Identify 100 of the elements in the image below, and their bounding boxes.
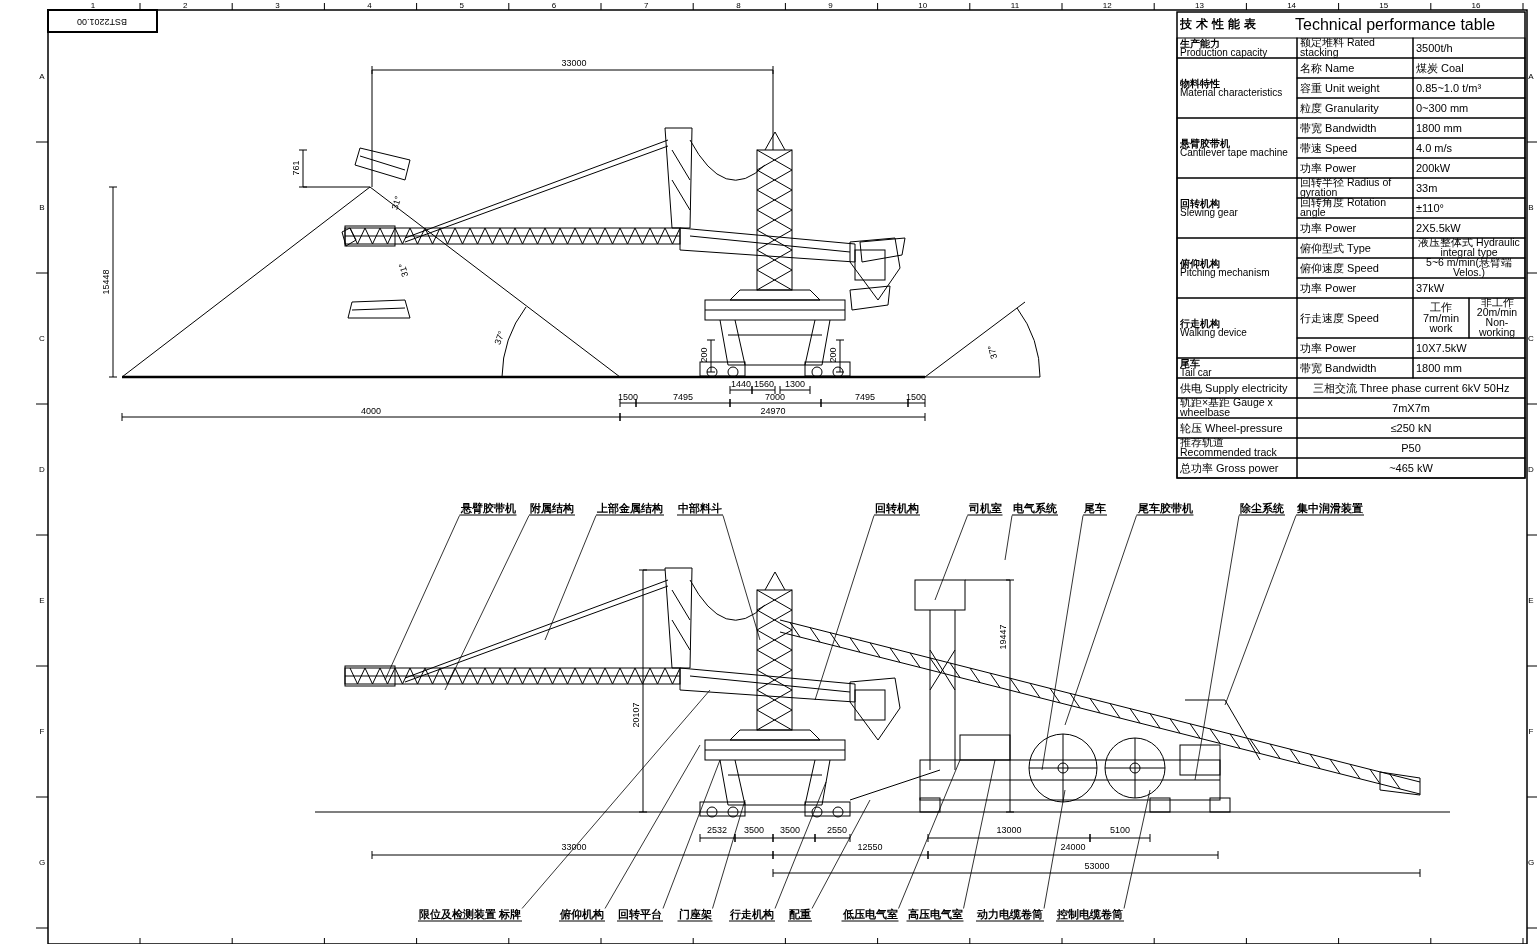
callout-label: 动力电缆卷筒 bbox=[976, 908, 1044, 922]
dimension-text: 2550 bbox=[827, 825, 847, 835]
dimension-text: 2532 bbox=[707, 825, 727, 835]
callout-label: 尾车胶带机 bbox=[1136, 502, 1194, 516]
table-text: 功率 Power bbox=[1300, 222, 1357, 234]
callout-label: 限位及检测装置 标牌 bbox=[417, 908, 523, 922]
table-text: 俯仰机构 bbox=[1180, 258, 1220, 268]
table-text: 5~6 m/min(悬臂端 Velos.) bbox=[1425, 258, 1513, 278]
dimension-text: 3500 bbox=[780, 825, 800, 835]
grid-number: 7 bbox=[643, 2, 649, 10]
callout-label: 高压电气室 bbox=[906, 908, 964, 922]
table-text: 俯仰型式 Type bbox=[1300, 242, 1371, 254]
grid-letter: D bbox=[1528, 466, 1534, 474]
dimension-text: 53000 bbox=[1084, 861, 1110, 871]
grid-number: 6 bbox=[551, 2, 557, 10]
dimension-text: 761 bbox=[291, 160, 301, 176]
grid-letter: D bbox=[39, 466, 45, 474]
table-text: 行走机构 bbox=[1180, 318, 1220, 328]
table-text: Walking device bbox=[1180, 328, 1247, 338]
table-text: ~465 kW bbox=[1389, 462, 1433, 474]
table-text: 行走速度 Speed bbox=[1300, 312, 1379, 324]
leader-line bbox=[1224, 515, 1297, 706]
dimension-text: 5100 bbox=[1110, 825, 1130, 835]
dimension-text: 37° bbox=[493, 330, 507, 346]
table-title: 技术性能表 bbox=[1180, 19, 1260, 31]
table-text: Cantilever tape machine bbox=[1180, 148, 1288, 158]
grid-number: 15 bbox=[1379, 2, 1389, 10]
grid-letter: E bbox=[39, 597, 45, 605]
table-text: 液压整体式 Hydraulic integral type bbox=[1417, 238, 1521, 258]
dimension-text: 7495 bbox=[855, 392, 875, 402]
dimension-text: 1560 bbox=[754, 379, 774, 389]
table-text: 物料特性 bbox=[1180, 78, 1220, 88]
dimension-text: 7000 bbox=[765, 392, 785, 402]
grid-number: 4 bbox=[367, 2, 372, 10]
grid-number: 1 bbox=[90, 2, 96, 10]
grid-number: 2 bbox=[182, 2, 188, 10]
table-text: 名称 Name bbox=[1300, 62, 1355, 74]
callout-label: 司机室 bbox=[967, 502, 1003, 516]
table-text: 带宽 Bandwidth bbox=[1300, 362, 1377, 374]
leader-line bbox=[384, 515, 460, 681]
dimension-text: 200 bbox=[828, 347, 838, 363]
table-text: 轮压 Wheel-pressure bbox=[1180, 422, 1283, 434]
table-text: 容重 Unit weight bbox=[1300, 82, 1380, 94]
grid-letter: F bbox=[1528, 728, 1534, 736]
leader-line bbox=[774, 781, 827, 909]
dimension-text: 15448 bbox=[101, 269, 111, 295]
callout-label: 附属结构 bbox=[529, 502, 575, 516]
leader-line bbox=[521, 689, 711, 909]
grid-number: 11 bbox=[1010, 2, 1020, 10]
table-text: ±110° bbox=[1416, 202, 1444, 214]
table-text: 2X5.5kW bbox=[1416, 222, 1461, 234]
dimension-text: 12550 bbox=[857, 842, 883, 852]
table-text: 煤炭 Coal bbox=[1416, 62, 1464, 74]
grid-letter: E bbox=[1528, 597, 1534, 605]
grid-letter: A bbox=[39, 73, 45, 81]
callout-label: 配重 bbox=[788, 908, 812, 922]
table-text: 4.0 m/s bbox=[1416, 142, 1453, 154]
leader-line bbox=[712, 799, 746, 909]
dimension-text: 24000 bbox=[1060, 842, 1086, 852]
grid-number: 8 bbox=[736, 2, 741, 10]
dimension-text: 24970 bbox=[760, 406, 786, 416]
table-text: 0~300 mm bbox=[1416, 102, 1469, 114]
callout-label: 中部料斗 bbox=[677, 502, 723, 516]
table-text: 尾车 bbox=[1180, 358, 1200, 368]
callout-label: 行走机构 bbox=[729, 908, 775, 922]
grid-number: 16 bbox=[1471, 2, 1481, 10]
dimension-text: 31° bbox=[397, 262, 411, 278]
table-text: 回转机构 bbox=[1180, 198, 1220, 208]
table-text: 非工作20m/min Non-working bbox=[1475, 298, 1519, 338]
table-text: 供电 Supply electricity bbox=[1180, 382, 1288, 394]
dimension-text: 37° bbox=[986, 344, 1000, 360]
table-text: 粒度 Granularity bbox=[1300, 102, 1379, 114]
dimension-text: 20107 bbox=[631, 702, 641, 728]
dimension-text: 33000 bbox=[561, 58, 587, 68]
leader-line bbox=[1004, 515, 1013, 561]
dimension-text: 3500 bbox=[744, 825, 764, 835]
table-text: 3500t/h bbox=[1416, 42, 1453, 54]
leader-line bbox=[1041, 515, 1084, 771]
callout-label: 除尘系统 bbox=[1239, 502, 1285, 516]
grid-number: 14 bbox=[1287, 2, 1297, 10]
table-text: Pitching mechanism bbox=[1180, 268, 1270, 278]
grid-letter: G bbox=[38, 859, 46, 867]
grid-letter: C bbox=[1528, 335, 1534, 343]
grid-letter: A bbox=[1528, 73, 1534, 81]
table-text: 俯仰速度 Speed bbox=[1300, 262, 1379, 274]
table-text: 轨距×基距 Gauge x wheelbase bbox=[1180, 398, 1274, 418]
table-title: Technical performance table bbox=[1295, 17, 1496, 33]
table-text: 带宽 Bandwidth bbox=[1300, 122, 1377, 134]
table-text: 1800 mm bbox=[1416, 362, 1462, 374]
table-text: 功率 Power bbox=[1300, 282, 1357, 294]
dimension-text: 13000 bbox=[996, 825, 1022, 835]
table-text: P50 bbox=[1401, 442, 1421, 454]
dimension-text: 33000 bbox=[561, 842, 587, 852]
callout-label: 低压电气室 bbox=[841, 908, 899, 922]
table-text: 200kW bbox=[1416, 162, 1451, 174]
table-text: 功率 Power bbox=[1300, 342, 1357, 354]
table-text: 总功率 Gross power bbox=[1180, 462, 1279, 474]
grid-letter: B bbox=[39, 204, 45, 212]
table-text: Tail car bbox=[1180, 368, 1212, 378]
table-text: ≤250 kN bbox=[1390, 422, 1432, 434]
